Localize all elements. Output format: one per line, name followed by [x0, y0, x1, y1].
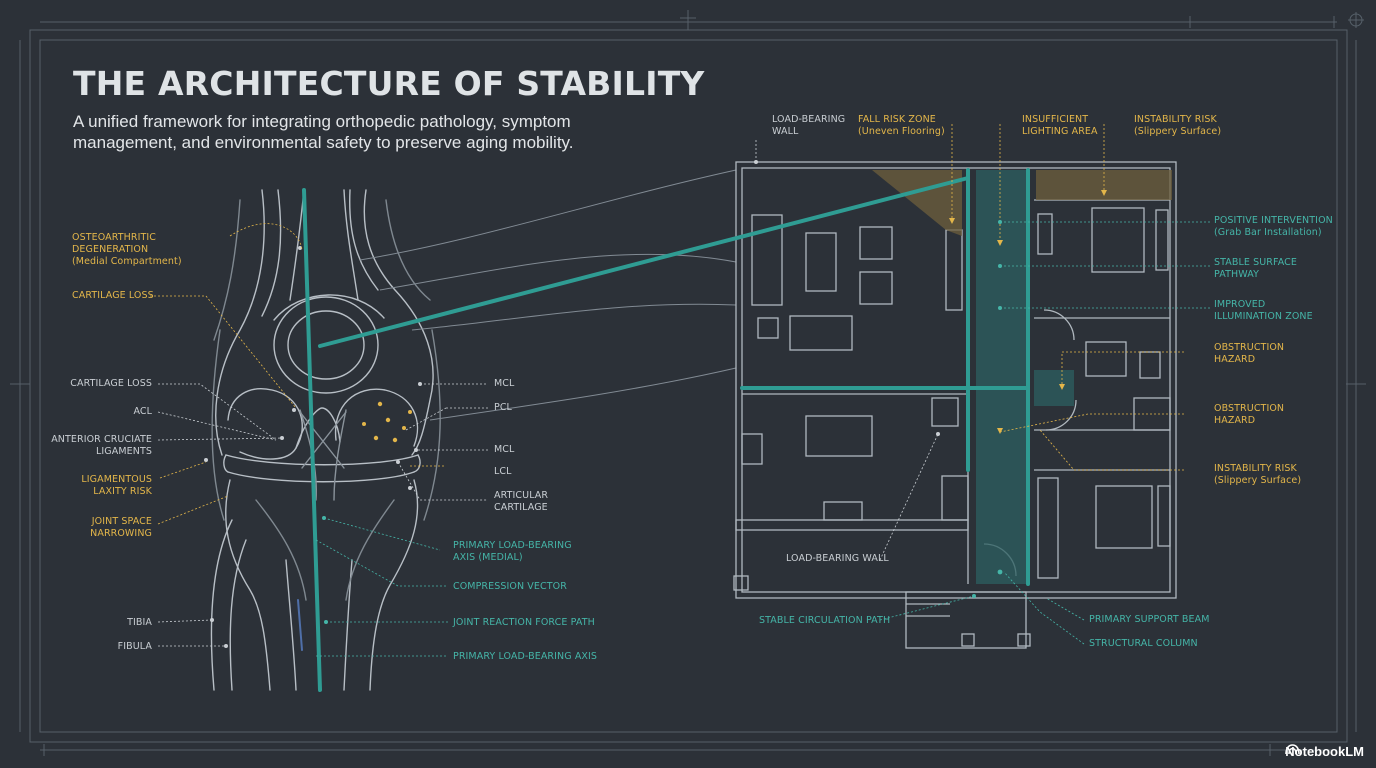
leader-endpoints [322, 220, 1003, 624]
leader-lines [150, 124, 1210, 657]
label-cartilage-loss-upper: CARTILAGE LOSS [72, 290, 154, 301]
label-primary-load-axis-medial: PRIMARY LOAD-BEARING AXIS (MEDIAL) [453, 540, 572, 563]
page-title: THE ARCHITECTURE OF STABILITY [73, 64, 705, 103]
leader-arrowheads [754, 160, 1107, 436]
knee-anatomy-illustration [204, 189, 441, 691]
notebooklm-logo-icon [1285, 744, 1301, 755]
stable-pathway-fill [976, 170, 1074, 584]
label-lcl: LCL [494, 466, 512, 477]
label-fall-risk-zone: FALL RISK ZONE (Uneven Flooring) [858, 114, 945, 137]
label-ligamentous-laxity-risk: LIGAMENTOUS LAXITY RISK [81, 474, 152, 497]
label-osteoarthritic-degeneration: OSTEOARTHRITIC DEGENERATION (Medial Comp… [72, 232, 182, 267]
label-load-bearing-wall-top: LOAD-BEARING WALL [772, 114, 846, 137]
label-acl: ACL [133, 406, 152, 417]
label-joint-reaction-force-path: JOINT REACTION FORCE PATH [453, 617, 595, 628]
label-articular-cartilage: ARTICULAR CARTILAGE [494, 490, 549, 513]
label-primary-support-beam: PRIMARY SUPPORT BEAM [1089, 614, 1210, 625]
floor-plan-walls [733, 161, 1177, 649]
label-positive-intervention: POSITIVE INTERVENTION (Grab Bar Installa… [1214, 215, 1333, 238]
label-tibia: TIBIA [127, 617, 152, 628]
label-mcl: MCL [494, 444, 515, 455]
label-instability-risk-top: INSTABILITY RISK (Slippery Surface) [1134, 114, 1222, 137]
label-obstruction-hazard-2: OBSTRUCTION HAZARD [1214, 403, 1285, 426]
label-obstruction-hazard-1: OBSTRUCTION HAZARD [1214, 342, 1285, 365]
label-instability-risk-bottom: INSTABILITY RISK (Slippery Surface) [1214, 463, 1302, 486]
label-insufficient-lighting: INSUFFICIENT LIGHTING AREA [1022, 114, 1098, 137]
connector-ribbon [359, 169, 737, 421]
label-mcl-upper: MCL [494, 378, 515, 389]
label-primary-load-axis: PRIMARY LOAD-BEARING AXIS [453, 651, 598, 662]
brand-name: NotebookLM [1285, 744, 1364, 759]
notebooklm-brand: NotebookLM [1285, 744, 1364, 759]
label-pcl: PCL [494, 402, 512, 413]
label-stable-circulation-path: STABLE CIRCULATION PATH [759, 615, 891, 626]
label-cartilage-loss: CARTILAGE LOSS [70, 378, 152, 389]
label-improved-illumination: IMPROVED ILLUMINATION ZONE [1214, 299, 1313, 322]
label-structural-column: STRUCTURAL COLUMN [1089, 638, 1198, 649]
page-subtitle: A unified framework for integrating orth… [73, 112, 574, 152]
label-compression-vector: COMPRESSION VECTOR [453, 581, 567, 592]
label-anterior-cruciate-ligaments: ANTERIOR CRUCIATE LIGAMENTS [51, 434, 152, 457]
label-joint-space-narrowing: JOINT SPACE NARROWING [90, 516, 152, 539]
label-stable-surface-pathway: STABLE SURFACE PATHWAY [1214, 257, 1297, 280]
label-fibula: FIBULA [117, 641, 152, 652]
drafting-frame [10, 10, 1366, 756]
label-load-bearing-wall-bottom: LOAD-BEARING WALL [786, 553, 889, 564]
lesion-markers [362, 401, 412, 443]
load-bearing-axes [302, 168, 1030, 692]
